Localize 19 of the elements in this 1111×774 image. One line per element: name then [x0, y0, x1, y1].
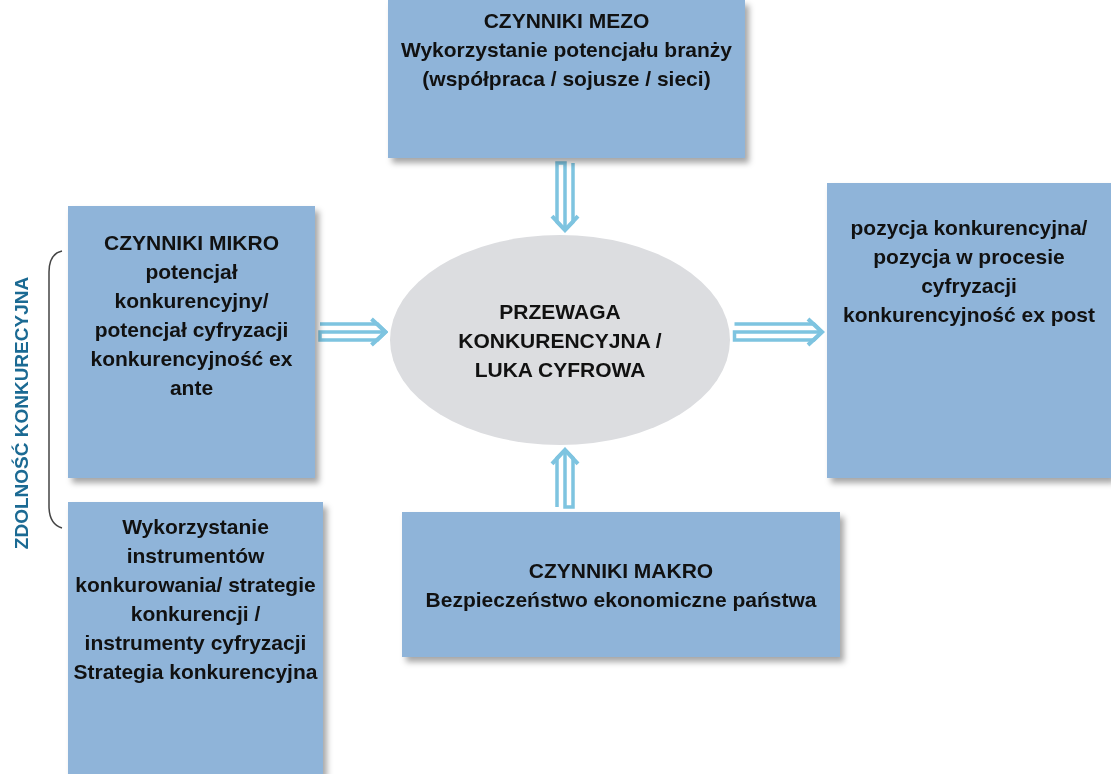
triple-line-arrow	[550, 161, 580, 233]
box-text: Wykorzystanie instrumentów konkurowania/ strategie konkurencji / instrumenty cyfryzacji Strategia konkurencyjna	[72, 514, 319, 685]
process-box	[388, 0, 745, 158]
process-box	[68, 206, 315, 478]
box-text: pozycja konkurencyjna/ pozycja w procesie cyfryzacji konkurencyjność ex post	[841, 215, 1097, 328]
process-box	[827, 183, 1111, 478]
box-text: Bezpieczeństwo ekonomiczne państwa	[425, 586, 817, 613]
box-heading: CZYNNIKI MAKRO	[528, 557, 714, 584]
triple-line-arrow	[550, 447, 580, 509]
process-box	[402, 512, 840, 657]
box-heading: CZYNNIKI MEZO	[483, 8, 650, 34]
box-text: Wykorzystanie potencjału branży (współpraca / sojusze / sieci)	[400, 37, 733, 92]
box-text: potencjał konkurencyjny/ potencjał cyfryzacji konkurencyjność ex ante	[89, 259, 294, 401]
triple-line-arrow	[318, 317, 388, 347]
triple-line-arrow	[732, 317, 825, 347]
box-heading: CZYNNIKI MIKRO	[104, 230, 279, 256]
side-label: ZDOLNOŚĆ KONKURECYJNA	[11, 276, 34, 550]
process-box	[68, 502, 323, 774]
box-text: PRZEWAGA KONKURENCYJNA / LUKA CYFROWA	[457, 298, 663, 383]
